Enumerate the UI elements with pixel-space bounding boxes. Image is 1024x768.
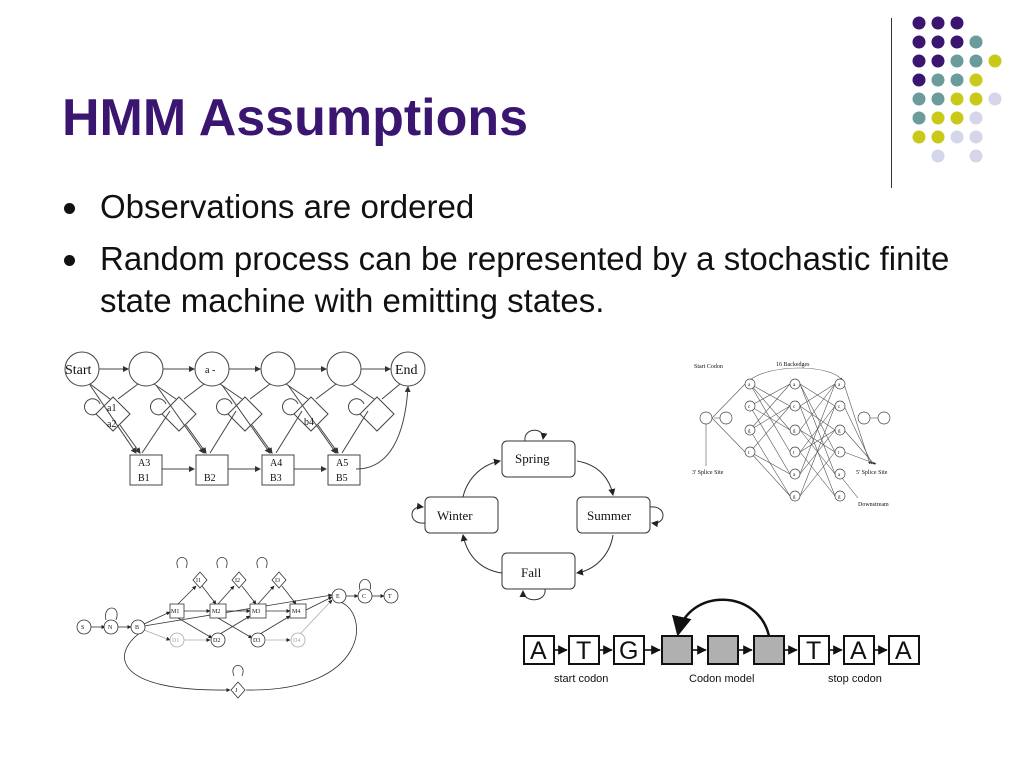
node-letter: g — [793, 429, 796, 434]
hmm-chain-diagram: Start End a - a1 a2 b4 A3 B1 B2 A4 B3 A5… — [64, 351, 426, 486]
node-letter: g — [748, 429, 751, 434]
codon-model-caption: Codon model — [689, 673, 754, 685]
b4-label: b4 — [304, 417, 314, 428]
match-node-label: M2 — [212, 609, 220, 615]
box-top-label: A5 — [336, 458, 348, 469]
backedges-label: 16 Backedges — [776, 362, 810, 368]
match-node-label: M4 — [292, 609, 300, 615]
match-node-label: M1 — [171, 609, 179, 615]
insert-node-label: I3 — [275, 578, 280, 584]
end-node-label: End — [395, 363, 418, 378]
stop-codon-letter: A — [895, 637, 912, 665]
start-node-label: Start — [65, 363, 92, 378]
a1-label: a1 — [107, 403, 116, 414]
node-letter: c — [838, 405, 841, 410]
e-node-label: E — [336, 594, 340, 600]
n-node-label: N — [108, 625, 113, 631]
seasons-state-diagram: Spring Summer Fall Winter — [411, 429, 664, 601]
start-codon-label: Start Codon — [694, 364, 723, 370]
box-bottom-label: B2 — [204, 473, 216, 484]
s-node-label: S — [81, 625, 84, 631]
winter-state-label: Winter — [437, 508, 473, 523]
bullet-item: Observations are ordered — [60, 186, 960, 228]
a2-label: a2 — [107, 419, 116, 430]
node-letter: g — [838, 429, 841, 434]
bullet-item: Random process can be represented by a s… — [60, 238, 960, 322]
dot-row-7 — [912, 130, 983, 144]
node-letter: t — [838, 451, 840, 456]
t-node-label: T — [388, 594, 392, 600]
splice3-label: 3' Splice Site — [692, 470, 724, 476]
stop-codon-letter: T — [806, 637, 821, 665]
node-letter: g — [838, 495, 841, 500]
profile-hmm-diagram: S N B E C T J I1 I2 I3 M1 M2 M3 M4 D1 D2… — [76, 557, 399, 699]
dot-row-4 — [912, 73, 983, 87]
dot-row-2 — [912, 35, 983, 49]
node-letter: a — [748, 383, 751, 388]
node-letter: c — [748, 405, 751, 410]
node-letter: g — [793, 495, 796, 500]
delete-node-label: D4 — [293, 638, 300, 644]
match-node-label: M3 — [252, 609, 260, 615]
splice-site-diagram: Start Codon 16 Backedges 3' Splice Site … — [692, 362, 891, 508]
splice5-label: 5' Splice Site — [856, 470, 888, 476]
a-minus-label: a - — [205, 365, 215, 376]
box-top-label: A4 — [270, 458, 282, 469]
title-divider-line — [891, 18, 892, 188]
delete-node-label: D1 — [172, 638, 179, 644]
node-letter: a — [838, 383, 841, 388]
slide-title: HMM Assumptions — [62, 89, 529, 147]
dot-row-5 — [912, 92, 1002, 106]
dot-row-1 — [912, 16, 964, 30]
c-node-label: C — [362, 594, 366, 600]
summer-state-label: Summer — [587, 508, 632, 523]
delete-node-label: D3 — [253, 638, 260, 644]
dot-row-3 — [912, 54, 1002, 68]
dot-row-8 — [931, 149, 983, 163]
box-bottom-label: B5 — [336, 473, 348, 484]
insert-node-label: I1 — [196, 578, 201, 584]
insert-node-label: I2 — [235, 578, 240, 584]
downstream-label: Downstream — [858, 502, 889, 508]
bullet-list: Observations are ordered Random process … — [60, 186, 960, 332]
box-bottom-label: B1 — [138, 473, 150, 484]
node-letter: a — [793, 473, 796, 478]
dot-row-6 — [912, 111, 983, 125]
start-codon-letter: A — [530, 637, 547, 665]
node-letter: c — [793, 405, 796, 410]
box-top-label: A3 — [138, 458, 150, 469]
codon-model-diagram: A T G T A A start codon Codon model stop… — [523, 598, 920, 685]
spring-state-label: Spring — [515, 451, 550, 466]
delete-node-label: D2 — [213, 638, 220, 644]
node-letter: a — [838, 473, 841, 478]
node-letter: t — [748, 451, 750, 456]
start-codon-caption: start codon — [554, 673, 608, 685]
node-letter: t — [793, 451, 795, 456]
start-codon-letter: G — [619, 637, 638, 665]
decorative-dot-grid — [912, 16, 1002, 163]
node-letter: a — [793, 383, 796, 388]
stop-codon-caption: stop codon — [828, 673, 882, 685]
start-codon-letter: T — [576, 637, 591, 665]
b-node-label: B — [135, 625, 139, 631]
stop-codon-letter: A — [850, 637, 867, 665]
fall-state-label: Fall — [521, 565, 542, 580]
j-node-label: J — [235, 688, 238, 694]
box-bottom-label: B3 — [270, 473, 282, 484]
